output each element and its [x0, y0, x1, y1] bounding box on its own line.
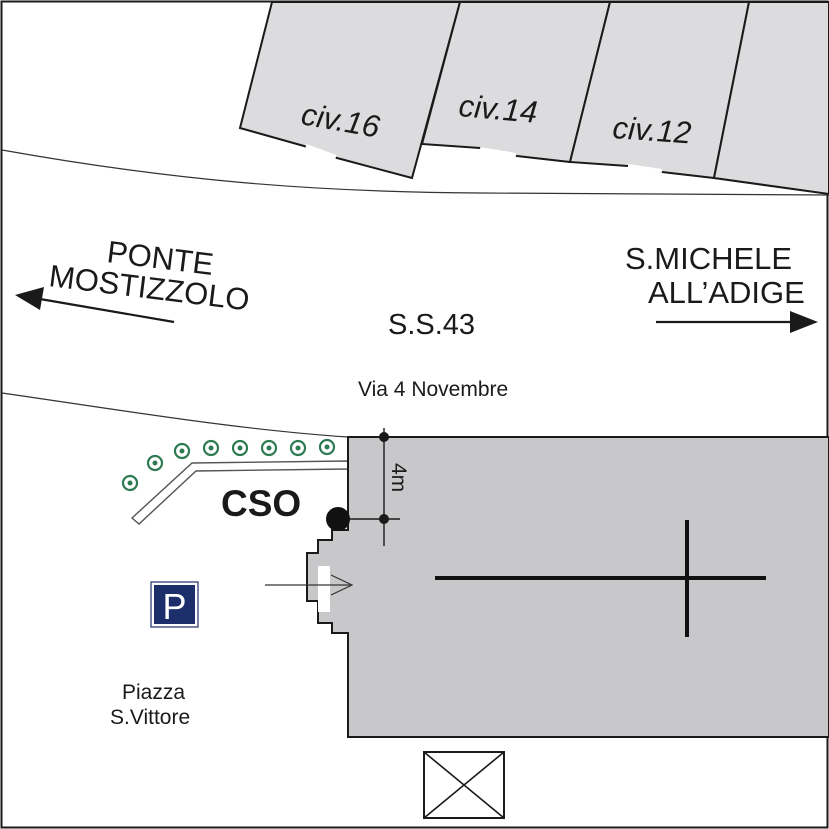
bush-icon [231, 439, 249, 457]
parking-symbol: P [162, 586, 186, 627]
church-building [306, 436, 829, 738]
bush-icon [146, 454, 164, 472]
road-edge-south [1, 392, 349, 438]
distance-label: 4m [387, 463, 410, 492]
arrow-left-icon [15, 287, 175, 324]
direction-right-line2: ALL’ADIGE [648, 275, 805, 310]
bush-icon [289, 439, 307, 457]
house-label-civ-12: civ.12 [612, 110, 693, 150]
street-name: Via 4 Novembre [358, 378, 508, 401]
houses [238, 0, 829, 196]
entrance-arrow-icon [265, 574, 354, 596]
church-entrance [318, 566, 330, 612]
hedge [121, 438, 336, 492]
house-label-civ-14: civ.14 [457, 88, 538, 130]
dimension-line [348, 428, 400, 546]
parking-icon: P [150, 581, 199, 628]
cso-marker-icon [326, 507, 350, 531]
bush-icon [121, 474, 139, 492]
square-label-line2: S.Vittore [110, 706, 190, 729]
road-name: S.S.43 [388, 309, 475, 341]
door-gap [479, 147, 517, 157]
bush-icon [260, 439, 278, 457]
church-cross-icon [435, 520, 766, 637]
crossed-box-icon [423, 751, 505, 819]
arrow-right-icon [656, 311, 818, 333]
road-edge-north [1, 149, 829, 196]
bush-icon [318, 438, 336, 456]
bush-icon [202, 439, 220, 457]
door-gap [627, 164, 663, 173]
door-gap [305, 144, 337, 159]
bush-icon [173, 442, 191, 460]
house-corner [712, 1, 829, 196]
direction-right-line1: S.MICHELE [625, 241, 792, 276]
cso-label: CSO [221, 483, 301, 524]
square-label-line1: Piazza [122, 681, 185, 704]
